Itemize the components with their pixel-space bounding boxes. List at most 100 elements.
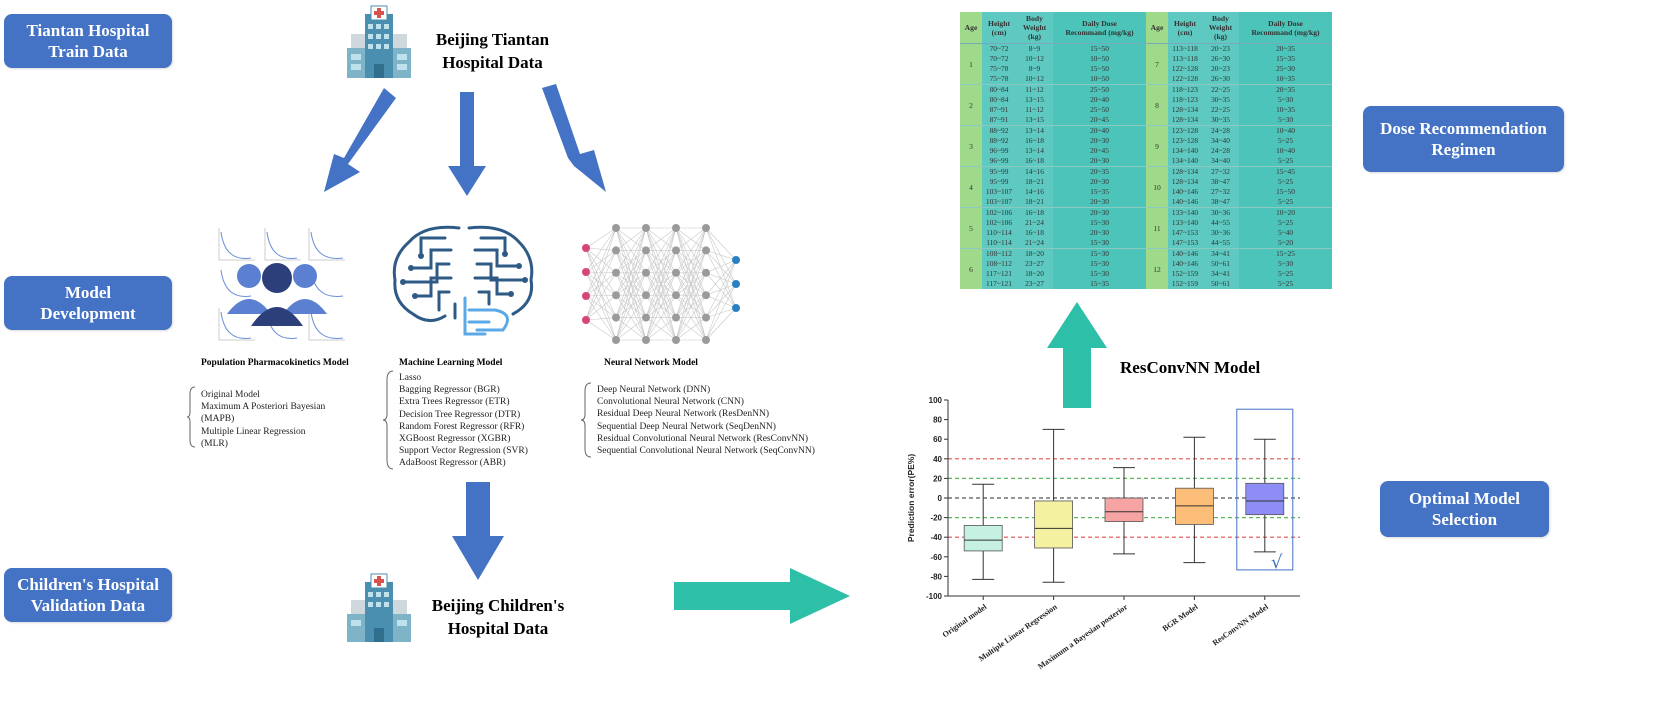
table-cell: 117~121 <box>986 269 1012 278</box>
table-cell: 26~30 <box>1211 74 1230 83</box>
table-cell: 5~40 <box>1277 228 1294 237</box>
table-cell: 34~40 <box>1211 136 1230 145</box>
nn-connection <box>615 250 647 341</box>
table-cell: 140~146 <box>1171 259 1199 268</box>
table-cell: 140~146 <box>1171 249 1199 258</box>
age-cell: 10 <box>1146 166 1168 208</box>
nn-connection <box>585 294 617 321</box>
table-cell: 16~18 <box>1025 208 1044 217</box>
hospital-building-icon <box>345 4 413 80</box>
nn-connection <box>675 272 707 341</box>
table-cell: 8~9 <box>1028 44 1041 53</box>
ml-item: Bagging Regressor (BGR) <box>399 385 500 396</box>
table-cell: 21~24 <box>1025 238 1044 247</box>
table-cell: 5~30 <box>1277 259 1294 268</box>
table-cell: 5~25 <box>1277 218 1294 227</box>
y-axis-label: Prediction error(PE%) <box>906 454 916 542</box>
table-cell: 75~78 <box>989 64 1009 73</box>
nn-hidden-node <box>702 224 710 232</box>
age-cell: 12 <box>1146 248 1168 289</box>
table-cell: 88~92 <box>989 136 1009 145</box>
nn-connection <box>585 227 617 273</box>
table-cell: 5~25 <box>1277 279 1294 288</box>
resconvnn-model-title: ResConvNN Model <box>1120 358 1261 377</box>
table-cell: 15~25 <box>1276 249 1295 258</box>
table-cell: 8~9 <box>1028 64 1041 73</box>
table-cell: 23~27 <box>1025 279 1044 288</box>
nn-connection <box>615 272 647 341</box>
down-arrow <box>452 482 504 580</box>
nn-connection <box>675 227 707 341</box>
age-cell: 9 <box>1146 125 1168 167</box>
box <box>963 525 1003 552</box>
neural-network-diagram <box>582 224 740 344</box>
nn-connection <box>585 247 617 318</box>
nn-connection <box>675 227 707 318</box>
nn-connection <box>585 271 617 318</box>
nn-connection <box>645 227 677 273</box>
header-age: Age <box>960 12 982 44</box>
table-cell: 10~12 <box>1025 54 1044 63</box>
nn-connection <box>645 317 677 341</box>
table-cell: 50~61 <box>1211 259 1230 268</box>
ppk-item: (MAPB) <box>201 414 235 425</box>
table-cell: 20~35 <box>1276 44 1295 53</box>
box <box>1245 482 1285 516</box>
table-cell: 95~99 <box>989 167 1009 176</box>
table-cell: 15~30 <box>1090 259 1109 268</box>
table-cell: 50~61 <box>1211 279 1230 288</box>
table-cell: 5~25 <box>1277 197 1294 206</box>
table-cell: 108~112 <box>986 249 1012 258</box>
table-cell: 5~30 <box>1277 115 1294 124</box>
table-cell: 123~128 <box>1171 126 1199 135</box>
y-tick-label: 100 <box>929 396 943 405</box>
table-cell: 140~146 <box>1171 187 1199 196</box>
nn-connection <box>705 250 737 309</box>
y-tick-label: -20 <box>930 514 942 523</box>
nn-connection <box>585 294 617 297</box>
table-cell: 140~146 <box>1171 197 1199 206</box>
y-tick-label: 60 <box>933 435 942 444</box>
nn-hidden-node <box>672 313 680 322</box>
table-cell: 30~36 <box>1211 228 1230 237</box>
table-cell: 20~35 <box>1090 167 1109 176</box>
ml-item: AdaBoost Regressor (ABR) <box>399 458 506 469</box>
table-cell: 103~107 <box>985 197 1013 206</box>
nn-hidden-node <box>612 268 620 277</box>
nn-item: Residual Deep Neural Network (ResDenNN) <box>597 409 770 420</box>
table-cell: 13~14 <box>1025 126 1044 135</box>
age-cell: 4 <box>960 166 982 208</box>
table-cell: 102~106 <box>985 208 1013 217</box>
y-tick-label: -40 <box>930 533 942 542</box>
right-arrow <box>674 568 850 624</box>
table-cell: 20~23 <box>1211 44 1230 53</box>
table-cell: 20~40 <box>1090 126 1109 135</box>
table-cell: 15~35 <box>1090 187 1109 196</box>
table-cell: 96~99 <box>989 146 1009 155</box>
table-cell: 87~91 <box>989 115 1009 124</box>
table-cell: 10~40 <box>1276 146 1295 155</box>
nn-connection <box>705 283 737 341</box>
table-cell: 10~20 <box>1276 208 1295 217</box>
nn-hidden-node <box>672 336 680 344</box>
y-tick-label: 0 <box>938 494 943 503</box>
ppk-model-list: Original Model Maximum A Posteriori Baye… <box>201 389 325 450</box>
